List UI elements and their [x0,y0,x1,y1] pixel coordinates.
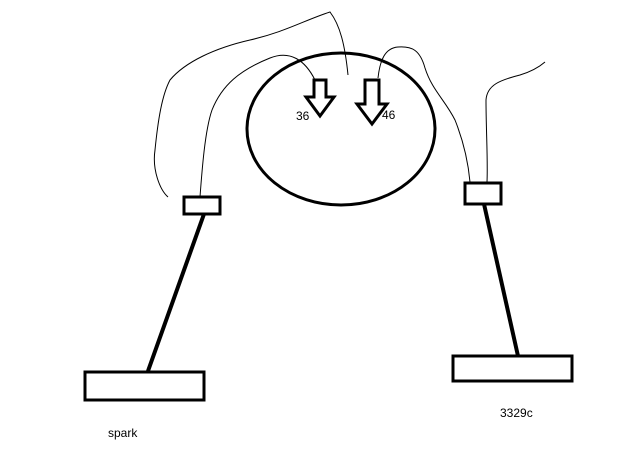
right-device-box [451,354,574,383]
right-probe-line [482,203,520,357]
left-probe-line [146,213,206,372]
left-device-box [83,370,206,402]
left-device-label: spark [108,426,138,440]
left-connector [182,195,222,216]
left-arrow-label: 36 [296,109,310,123]
right-inner-wire [377,46,471,183]
right-arrow-icon [354,78,390,127]
right-arrow-label: 46 [382,108,396,122]
right-connector [463,181,503,206]
left-outer-wire [153,11,349,198]
center-ellipse [245,51,437,207]
left-inner-wire [199,54,316,198]
right-outer-wire [485,61,546,183]
left-arrow-icon [303,78,337,119]
right-device-label: 3329c [500,406,533,420]
